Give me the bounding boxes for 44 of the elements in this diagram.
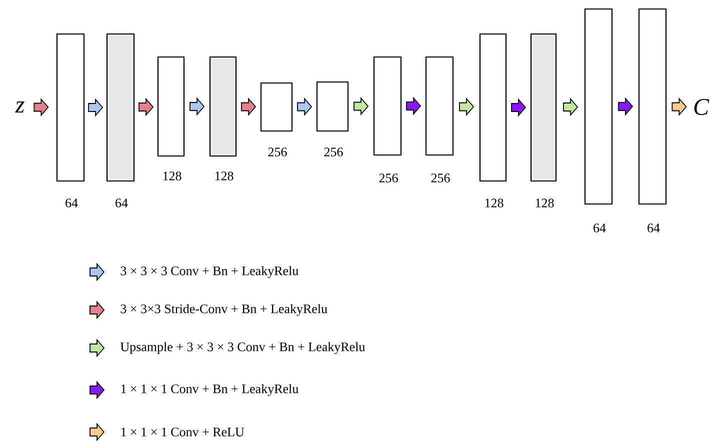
channel-label: 256 [431, 174, 450, 182]
arrow [354, 97, 369, 116]
output-symbol: C [694, 98, 710, 116]
layer-box [479, 33, 507, 182]
legend-label: 1 × 1 × 1 Conv + Bn + LeakyRelu [121, 384, 298, 396]
arrow [190, 97, 205, 116]
channel-label: 256 [379, 174, 398, 182]
layer-box [209, 56, 237, 157]
arrow [297, 98, 312, 116]
layer-box [56, 33, 85, 182]
arrow [459, 98, 474, 116]
channel-label: 128 [163, 172, 182, 180]
layer-box [530, 33, 557, 182]
channel-label: 128 [215, 172, 234, 180]
layer-box [316, 81, 349, 132]
legend-label: 3 × 3 × 3 Conv + Bn + LeakyRelu [120, 266, 298, 278]
channel-label: 64 [116, 198, 128, 208]
channel-label: 64 [594, 224, 606, 232]
input-symbol: z [15, 102, 24, 112]
arrow [138, 98, 154, 116]
arrow [241, 98, 256, 116]
arrow [563, 98, 578, 116]
channel-label: 256 [268, 148, 287, 156]
channel-label: 256 [324, 148, 343, 156]
channel-label: 128 [485, 198, 504, 208]
arrow [618, 97, 634, 116]
layer-box [373, 56, 402, 156]
channel-label: 128 [536, 198, 554, 208]
arrow [406, 96, 422, 116]
layer-box [584, 8, 613, 205]
arrow [672, 98, 687, 116]
layer-box [157, 56, 185, 157]
layer-box [260, 82, 293, 132]
arrow [34, 98, 49, 116]
layer-box [638, 8, 667, 205]
arrow [88, 98, 104, 117]
channel-label: 64 [648, 224, 660, 232]
legend-label: 1 × 1 × 1 Conv + ReLU [121, 428, 244, 436]
layer-box [106, 33, 135, 182]
channel-label: 64 [66, 198, 78, 208]
legend-label: 3 × 3×3 Stride-Conv + Bn + LeakyRelu [120, 304, 328, 316]
arrow [511, 98, 526, 117]
legend-label: Upsample + 3 × 3 × 3 Conv + Bn + LeakyRelu [120, 342, 365, 354]
layer-box [425, 56, 454, 156]
